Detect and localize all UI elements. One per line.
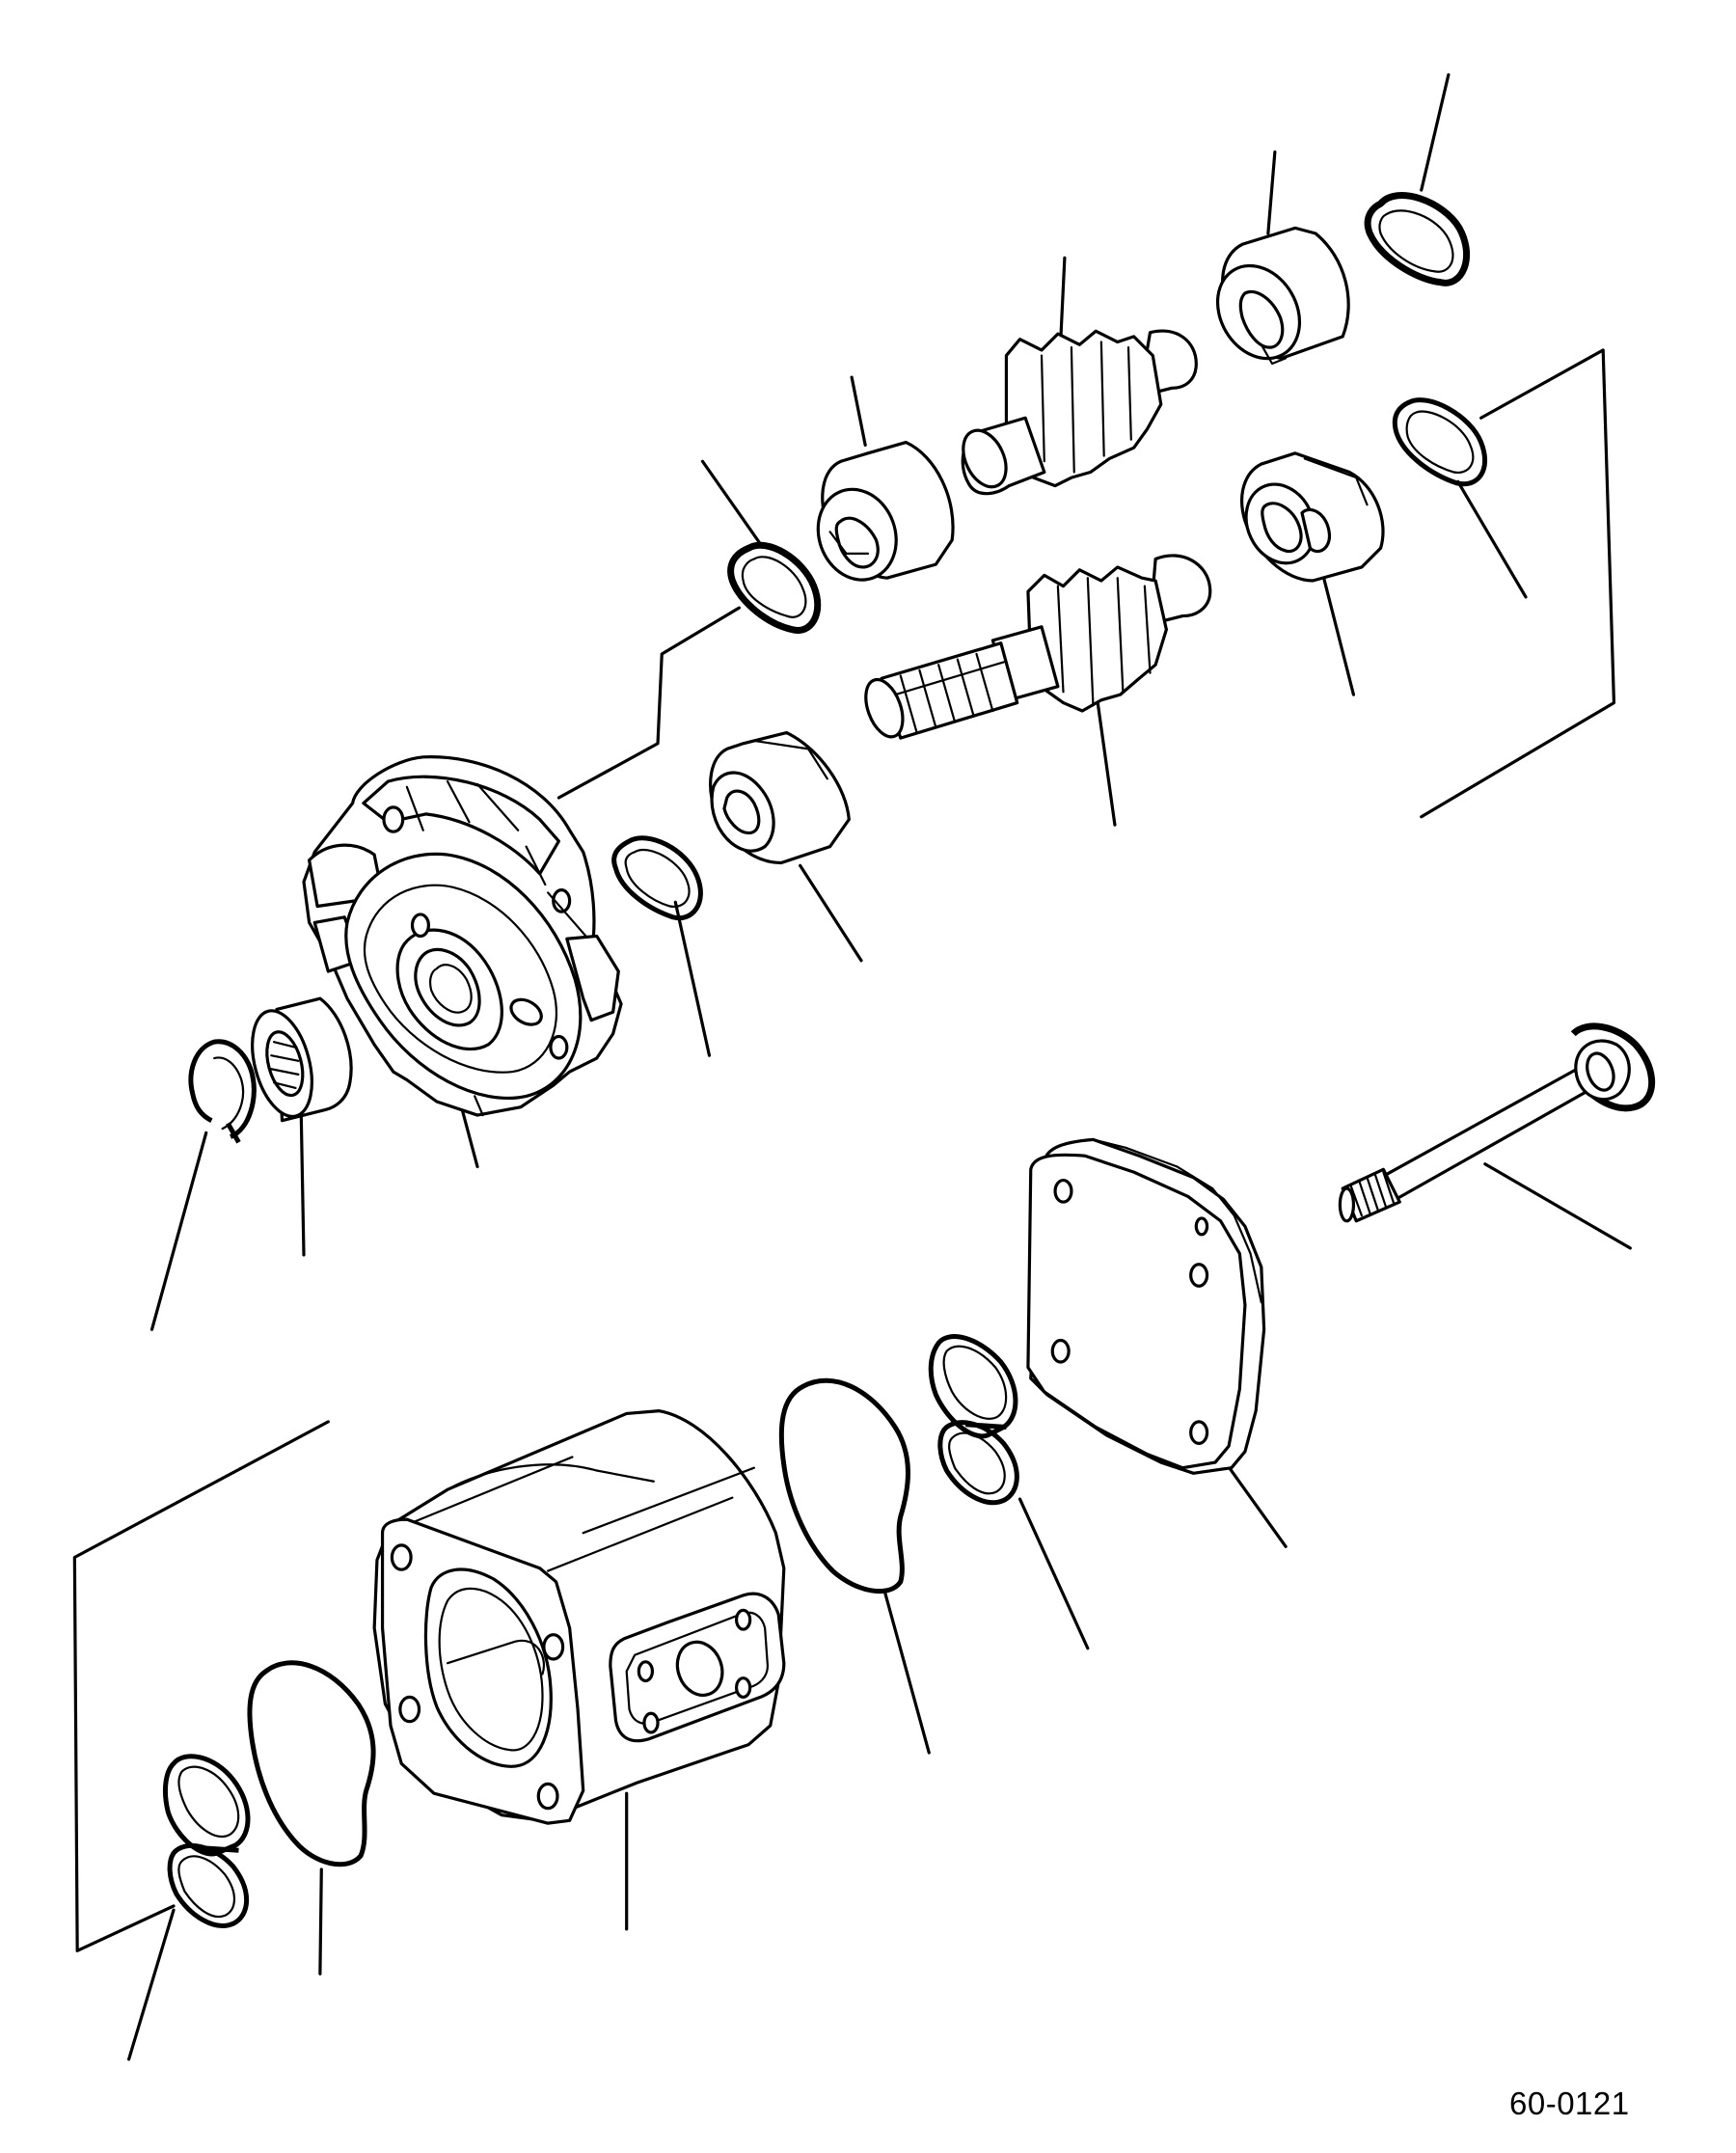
o-ring-left: [250, 1663, 373, 1865]
seal-ring-right-middle: [1395, 400, 1484, 484]
seal-ring-upper-right: [1368, 196, 1466, 284]
driven-gear-shaft: [955, 331, 1196, 494]
leader-lines: [74, 74, 1630, 2058]
figure-eight-seal-right: [931, 1337, 1017, 1503]
pump-cover-flange: [304, 757, 621, 1115]
through-bolt-with-washer: [1340, 1026, 1651, 1221]
oil-seal: [242, 998, 351, 1123]
bushing-upper-right: [1202, 228, 1349, 373]
seal-ring-upper-middle: [731, 545, 818, 630]
bushing-right-middle: [1234, 453, 1383, 581]
bushing-upper-left: [805, 443, 953, 591]
snap-ring: [191, 1042, 254, 1142]
pump-body: [374, 1411, 784, 1824]
o-ring-right: [781, 1380, 908, 1591]
drawing-code-label: 60-0121: [1509, 2085, 1630, 2121]
end-cover: [1028, 1139, 1264, 1473]
seal-ring-left-middle: [614, 838, 701, 918]
drive-gear-shaft: [858, 556, 1209, 742]
figure-eight-seal-left: [165, 1757, 248, 1926]
bushing-lower-middle: [711, 733, 850, 863]
